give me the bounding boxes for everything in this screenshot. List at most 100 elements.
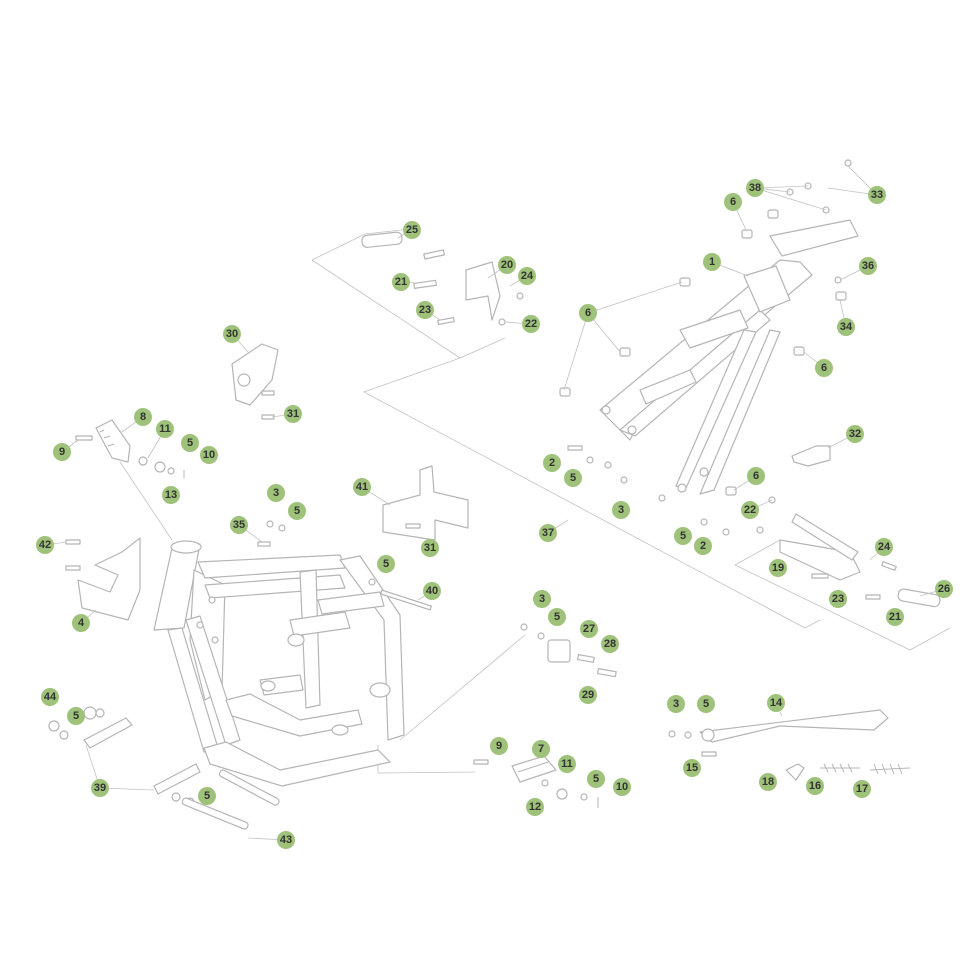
callout-9[interactable]: 9	[53, 443, 71, 461]
svg-text:41: 41	[356, 481, 368, 493]
callout-10[interactable]: 10	[200, 446, 218, 464]
callout-12[interactable]: 12	[526, 798, 544, 816]
callout-5[interactable]: 5	[587, 770, 605, 788]
callout-6[interactable]: 6	[815, 359, 833, 377]
callout-9[interactable]: 9	[490, 737, 508, 755]
svg-text:6: 6	[730, 196, 736, 208]
svg-text:23: 23	[419, 304, 431, 316]
svg-text:9: 9	[59, 446, 65, 458]
group-outlines	[311, 227, 951, 774]
svg-text:36: 36	[862, 260, 874, 272]
svg-text:14: 14	[770, 697, 783, 709]
callout-6[interactable]: 6	[724, 193, 742, 211]
svg-text:42: 42	[39, 539, 51, 551]
callout-35[interactable]: 35	[230, 516, 248, 534]
callout-41[interactable]: 41	[353, 478, 371, 496]
callout-5[interactable]: 5	[697, 695, 715, 713]
callout-21[interactable]: 21	[886, 608, 904, 626]
callout-26[interactable]: 26	[935, 580, 953, 598]
callout-8[interactable]: 8	[134, 408, 152, 426]
callout-24[interactable]: 24	[518, 267, 536, 285]
callout-5[interactable]: 5	[564, 469, 582, 487]
cover-30	[231, 343, 279, 406]
callout-29[interactable]: 29	[579, 686, 597, 704]
side-stand	[668, 709, 911, 781]
callout-32[interactable]: 32	[846, 425, 864, 443]
callout-4[interactable]: 40	[423, 582, 441, 600]
svg-text:3: 3	[673, 698, 679, 710]
callout-3[interactable]: 3	[267, 484, 285, 502]
callout-5[interactable]: 5	[674, 527, 692, 545]
svg-text:33: 33	[871, 189, 883, 201]
callout-23[interactable]: 23	[416, 301, 434, 319]
callout-3[interactable]: 3	[667, 695, 685, 713]
svg-text:1: 1	[709, 256, 715, 268]
callout-11[interactable]: 11	[156, 420, 174, 438]
callout-6[interactable]: 6	[747, 467, 765, 485]
callout-19[interactable]: 19	[769, 559, 787, 577]
callout-3[interactable]: 3	[612, 501, 630, 519]
callout-11[interactable]: 11	[558, 755, 576, 773]
callout-7[interactable]: 7	[532, 740, 550, 758]
callout-5[interactable]: 5	[67, 707, 85, 725]
svg-text:11: 11	[159, 423, 171, 435]
svg-text:5: 5	[383, 558, 389, 570]
callout-20[interactable]: 20	[498, 256, 516, 274]
svg-text:2: 2	[700, 540, 706, 552]
svg-text:3: 3	[539, 593, 545, 605]
callout-31[interactable]: 31	[284, 405, 302, 423]
callout-37[interactable]: 37	[539, 524, 557, 542]
svg-text:3: 3	[618, 504, 624, 516]
svg-text:21: 21	[889, 611, 901, 623]
main-frame	[153, 540, 405, 787]
callout-25[interactable]: 25	[403, 221, 421, 239]
callout-33[interactable]: 33	[868, 186, 886, 204]
callout-1[interactable]: 1	[703, 253, 721, 271]
svg-text:5: 5	[204, 790, 210, 802]
svg-text:8: 8	[140, 411, 146, 423]
callout-16[interactable]: 16	[806, 777, 824, 795]
callout-18[interactable]: 18	[759, 773, 777, 791]
callout-22[interactable]: 22	[522, 315, 540, 333]
callout-40[interactable]: 4	[72, 614, 90, 632]
callout-13[interactable]: 13	[162, 486, 180, 504]
callout-30[interactable]: 30	[223, 325, 241, 343]
callout-42[interactable]: 42	[36, 536, 54, 554]
svg-text:12: 12	[529, 801, 541, 813]
callout-36[interactable]: 36	[859, 257, 877, 275]
callout-39[interactable]: 39	[91, 779, 109, 797]
svg-text:21: 21	[395, 276, 407, 288]
callout-5[interactable]: 5	[181, 434, 199, 452]
callout-17[interactable]: 17	[853, 780, 871, 798]
callout-10[interactable]: 10	[613, 778, 631, 796]
callout-2[interactable]: 2	[543, 454, 561, 472]
callout-44[interactable]: 44	[41, 688, 59, 706]
callout-22[interactable]: 22	[741, 501, 759, 519]
callout-34[interactable]: 34	[837, 318, 855, 336]
callout-6[interactable]: 6	[579, 304, 597, 322]
subframe	[559, 159, 941, 608]
callout-5[interactable]: 5	[198, 787, 216, 805]
callout-27[interactable]: 27	[580, 620, 598, 638]
callout-5[interactable]: 5	[288, 502, 306, 520]
callout-43[interactable]: 43	[277, 831, 295, 849]
callout-24[interactable]: 24	[875, 538, 893, 556]
callout-38[interactable]: 38	[746, 179, 764, 197]
callout-23[interactable]: 23	[829, 590, 847, 608]
callout-14[interactable]: 14	[767, 694, 785, 712]
callout-5[interactable]: 5	[377, 555, 395, 573]
svg-text:34: 34	[840, 321, 853, 333]
callout-3[interactable]: 3	[533, 590, 551, 608]
callout-5[interactable]: 5	[548, 608, 566, 626]
callout-21[interactable]: 21	[392, 273, 410, 291]
svg-text:17: 17	[856, 783, 868, 795]
svg-text:24: 24	[878, 541, 891, 553]
svg-text:3: 3	[273, 487, 279, 499]
svg-text:38: 38	[749, 182, 761, 194]
svg-text:25: 25	[406, 224, 418, 236]
callout-31[interactable]: 31	[421, 539, 439, 557]
callout-28[interactable]: 28	[601, 635, 619, 653]
callout-2[interactable]: 2	[694, 537, 712, 555]
svg-text:37: 37	[542, 527, 554, 539]
callout-15[interactable]: 15	[683, 759, 701, 777]
